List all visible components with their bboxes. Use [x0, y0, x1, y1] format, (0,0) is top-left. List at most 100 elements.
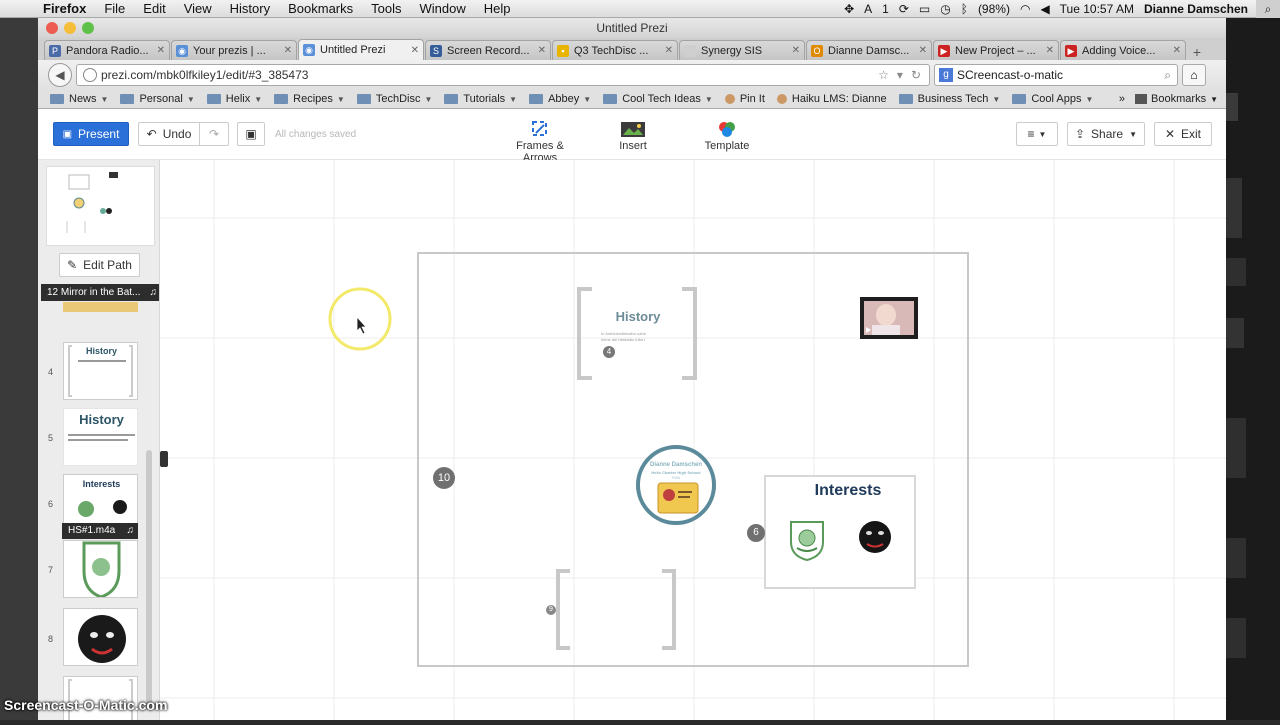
menu-app-name[interactable]: Firefox: [43, 1, 87, 16]
thumbnail-3-partial[interactable]: [63, 302, 138, 312]
path-badge-10[interactable]: 10: [433, 467, 455, 489]
menu-bookmarks[interactable]: Bookmarks: [288, 1, 354, 16]
menu-file[interactable]: File: [104, 1, 126, 16]
clock[interactable]: Tue 10:57 AM: [1059, 2, 1134, 16]
tab-close-icon[interactable]: ✕: [537, 45, 546, 56]
menu-edit[interactable]: Edit: [143, 1, 166, 16]
adobe-icon[interactable]: A: [864, 2, 873, 16]
spotlight-icon[interactable]: ⌕: [1256, 0, 1280, 18]
circle-school[interactable]: Helix Charter High School: [651, 470, 701, 475]
path-thumbnail-4[interactable]: History: [63, 342, 138, 400]
user-name[interactable]: Dianne Damschen: [1143, 2, 1248, 16]
bluetooth-icon[interactable]: ᛒ: [960, 2, 968, 16]
menu-window[interactable]: Window: [419, 1, 466, 16]
interests-frame[interactable]: [764, 475, 916, 589]
time-machine-icon[interactable]: ◷: [940, 2, 951, 16]
sidebar-scrollbar[interactable]: [146, 450, 152, 710]
profile-circle-frame[interactable]: [634, 443, 718, 527]
new-tab-icon[interactable]: +: [1192, 44, 1202, 60]
path-badge-6[interactable]: 6: [747, 524, 765, 542]
undo-button[interactable]: ↶ Undo: [138, 122, 200, 146]
bookmark-star-icon[interactable]: ☆: [878, 68, 889, 82]
history-frame-brackets[interactable]: [576, 286, 700, 382]
bookmarks-overflow[interactable]: »: [1118, 93, 1126, 105]
tab-close-icon[interactable]: ✕: [791, 45, 800, 56]
browser-tab[interactable]: ▶New Project – ...✕: [933, 40, 1059, 60]
exit-button[interactable]: ✕ Exit: [1154, 122, 1212, 146]
prezi-canvas[interactable]: History In Anthlokedlehaihu uahe mime al…: [160, 160, 1226, 720]
menu-tools[interactable]: Tools: [371, 1, 402, 16]
history-text-2[interactable]: mime ale blatshalu lulta t: [601, 337, 646, 342]
save-button[interactable]: ▣: [237, 122, 265, 146]
close-window-icon[interactable]: [46, 22, 58, 34]
bookmark-item[interactable]: Cool Tech Ideas▼: [603, 93, 713, 105]
bookmark-item[interactable]: Helix▼: [206, 93, 262, 105]
video-thumbnail-icon[interactable]: [860, 297, 918, 339]
search-bar[interactable]: g SCreencast-o-matic ⌕: [934, 64, 1178, 86]
search-value[interactable]: SCreencast-o-matic: [957, 68, 1064, 82]
path-thumbnail-5[interactable]: History: [63, 408, 138, 466]
browser-tab[interactable]: ▶Adding Voice...✕: [1060, 40, 1186, 60]
url-dropdown-icon[interactable]: ▾: [896, 68, 903, 82]
tab-close-icon[interactable]: ✕: [283, 45, 292, 56]
path-badge-4[interactable]: 4: [603, 346, 615, 358]
edit-path-button[interactable]: ✎ Edit Path: [59, 253, 140, 277]
bookmark-item[interactable]: Pin It: [724, 93, 765, 105]
empty-bracket-frame[interactable]: [554, 568, 678, 652]
dropbox-icon[interactable]: ✥: [844, 2, 855, 16]
minimize-window-icon[interactable]: [64, 22, 76, 34]
tab-close-icon[interactable]: ✕: [1172, 45, 1181, 56]
battery-status[interactable]: (98%): [977, 2, 1010, 16]
url-bar[interactable]: prezi.com/mbk0lfkiley1/edit/#3_385473 ☆ …: [76, 64, 930, 86]
school-crest-icon[interactable]: [787, 518, 827, 562]
display-icon[interactable]: ▭: [918, 2, 931, 16]
search-engine-icon[interactable]: g: [939, 68, 953, 82]
search-icon[interactable]: ⌕: [1164, 67, 1171, 82]
redo-button[interactable]: ↷: [199, 122, 229, 146]
sidebar-collapse-handle[interactable]: [160, 451, 168, 467]
circle-name[interactable]: Dianne Damschen: [649, 462, 703, 468]
bookmark-item[interactable]: Business Tech▼: [898, 93, 1000, 105]
wifi-icon[interactable]: ◠: [1019, 2, 1031, 16]
history-text-1[interactable]: In Anthlokedlehaihu uahe: [601, 331, 646, 336]
present-button[interactable]: ▣ Present: [53, 122, 129, 146]
reload-icon[interactable]: ↻: [910, 68, 921, 82]
bookmark-item[interactable]: Personal▼: [120, 93, 195, 105]
audio-track-top[interactable]: 12 Mirror in the Bat... ♫: [41, 284, 159, 301]
overview-thumbnail[interactable]: [46, 166, 155, 246]
path-badge-9[interactable]: 9: [546, 605, 556, 615]
site-identity-icon[interactable]: [83, 68, 97, 82]
path-thumbnail-7[interactable]: [63, 540, 138, 598]
browser-tab[interactable]: ◉Untitled Prezi✕: [298, 39, 424, 60]
back-button[interactable]: ◀: [48, 63, 72, 87]
insert-tool[interactable]: Insert: [613, 120, 653, 152]
path-thumbnail-9[interactable]: [63, 676, 138, 720]
tab-close-icon[interactable]: ✕: [918, 45, 927, 56]
tab-close-icon[interactable]: ✕: [1045, 45, 1054, 56]
circle-year[interactable]: YOU: [671, 475, 681, 480]
bookmark-item[interactable]: Abbey▼: [529, 93, 591, 105]
menu-help[interactable]: Help: [483, 1, 511, 16]
sync-icon[interactable]: ⟳: [898, 2, 909, 16]
tab-close-icon[interactable]: ✕: [156, 45, 165, 56]
browser-tab[interactable]: ▪Q3 TechDisc ...✕: [552, 40, 678, 60]
bookmark-item[interactable]: TechDisc▼: [356, 93, 432, 105]
bookmark-item[interactable]: Haiku LMS: Dianne: [776, 93, 887, 105]
audio-track-bottom[interactable]: HS#1.m4a ♫: [62, 523, 138, 539]
home-icon[interactable]: ⌂: [1182, 64, 1206, 86]
history-title[interactable]: History: [615, 309, 661, 324]
share-button[interactable]: ⇪ Share ▼: [1067, 122, 1145, 146]
template-tool[interactable]: Template: [703, 120, 751, 152]
frames-arrows-tool[interactable]: Frames & Arrows: [500, 120, 580, 164]
interests-title[interactable]: Interests: [814, 482, 882, 499]
browser-tab[interactable]: ◉Your prezis | ...✕: [171, 40, 297, 60]
browser-tab[interactable]: Synergy SIS✕: [679, 40, 805, 60]
zoom-window-icon[interactable]: [82, 22, 94, 34]
url-text[interactable]: prezi.com/mbk0lfkiley1/edit/#3_385473: [101, 68, 309, 82]
bookmarks-menu[interactable]: Bookmarks: [1151, 93, 1207, 105]
bookmark-item[interactable]: Recipes▼: [274, 93, 345, 105]
volume-icon[interactable]: ◀: [1040, 2, 1050, 16]
